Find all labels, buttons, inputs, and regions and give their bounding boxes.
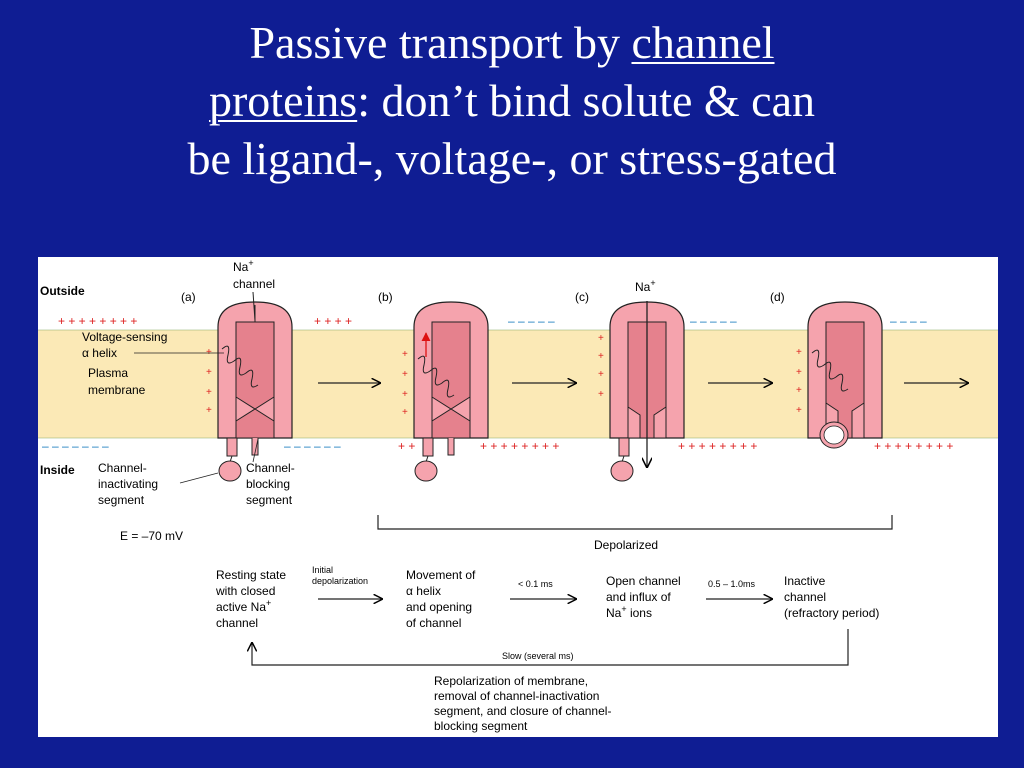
membrane-plus: + — [796, 367, 802, 378]
membrane-plus: + — [206, 367, 212, 378]
flow-movement: Movement of α helix and opening of chann… — [406, 568, 479, 630]
initial-label: Initial — [312, 565, 333, 575]
lt01-label: < 0.1 ms — [518, 579, 553, 589]
membrane-plus: + — [402, 407, 408, 418]
inside-charge-row: – – – – – – – — [42, 439, 109, 453]
inside-charge-row: + + + + + + + + — [874, 439, 953, 453]
voltage-sensing-label: α helix — [82, 346, 117, 360]
na-channel-label: channel — [233, 277, 275, 291]
membrane-plus: + — [796, 405, 802, 416]
inside-charge-row: + + — [398, 439, 415, 453]
inactivating-segment-label: segment — [98, 493, 145, 507]
title-text: be ligand-, voltage-, or stress-gated — [187, 133, 837, 184]
blocking-segment-label: segment — [246, 493, 293, 507]
membrane-plus: + — [402, 369, 408, 380]
title-underlined-word: channel — [631, 17, 775, 68]
panel-label-d: (d) — [770, 290, 785, 304]
membrane-plus: + — [598, 369, 604, 380]
voltage-sensing-label: Voltage-sensing — [82, 330, 167, 344]
resting-potential-label: E = –70 mV — [120, 529, 183, 543]
repolarization-text: Repolarization of membrane, removal of c… — [434, 674, 615, 733]
membrane-plus: + — [598, 333, 604, 344]
inactivating-segment-label: inactivating — [98, 477, 158, 491]
channel-c — [609, 301, 685, 482]
title-underlined-word: proteins — [208, 75, 358, 126]
outside-label: Outside — [40, 284, 85, 298]
plasma-membrane-label: Plasma — [88, 366, 128, 380]
initial-label: depolarization — [312, 576, 368, 586]
outside-charge-row: – – – – — [890, 314, 927, 328]
panel-label-b: (b) — [378, 290, 393, 304]
depolarized-label: Depolarized — [594, 538, 658, 552]
blocking-segment-label: Channel- — [246, 461, 295, 475]
channel-diagram: Outside Inside (a) (b) (c) (d) + + + + +… — [38, 258, 998, 733]
membrane-plus: + — [206, 347, 212, 358]
inside-charge-row: + + + + + + + + — [678, 439, 757, 453]
membrane-plus: + — [598, 351, 604, 362]
title-text: : don’t bind solute & can — [357, 75, 816, 126]
outside-charge-row: + + + + — [314, 314, 352, 328]
channel-a — [217, 301, 293, 482]
panel-label-c: (c) — [575, 290, 589, 304]
na-ion-label: Na+ — [635, 278, 656, 294]
channel-d — [807, 301, 883, 449]
inside-charge-row: + + + + + + + + — [480, 439, 559, 453]
outside-charge-row: – – – – – — [690, 314, 737, 328]
blocking-segment-label: blocking — [246, 477, 290, 491]
na-channel-label: Na+ — [233, 258, 254, 274]
flow-inactive: Inactive channel (refractory period) — [784, 574, 879, 620]
inactivating-segment-label: Channel- — [98, 461, 147, 475]
channel-b — [413, 301, 489, 482]
plasma-membrane-label: membrane — [88, 383, 146, 397]
membrane-plus: + — [598, 389, 604, 400]
inside-label: Inside — [40, 463, 75, 477]
flow-open-channel: Open channel and influx of Na+ ions — [606, 574, 684, 620]
flow-resting-state: Resting state with closed active Na+ cha… — [215, 568, 289, 630]
slow-return-arrow — [252, 629, 849, 666]
membrane-plus: + — [796, 347, 802, 358]
membrane-plus: + — [402, 389, 408, 400]
inside-charge-row: – – – – – – — [284, 439, 341, 453]
outside-charge-row: + + + + + + + + — [58, 314, 137, 328]
channel-diagram-figure: Outside Inside (a) (b) (c) (d) + + + + +… — [38, 257, 998, 737]
membrane-plus: + — [206, 387, 212, 398]
depolarized-bracket — [377, 515, 893, 530]
title-text: Passive transport by — [249, 17, 632, 68]
slow-label: Slow (several ms) — [502, 651, 574, 661]
membrane-plus: + — [402, 349, 408, 360]
membrane-plus: + — [206, 405, 212, 416]
timing-label: 0.5 – 1.0ms — [708, 579, 756, 589]
panel-label-a: (a) — [181, 290, 196, 304]
slide-title: Passive transport by channel proteins: d… — [0, 14, 1024, 188]
outside-charge-row: – – – – – — [508, 314, 555, 328]
membrane-plus: + — [796, 385, 802, 396]
